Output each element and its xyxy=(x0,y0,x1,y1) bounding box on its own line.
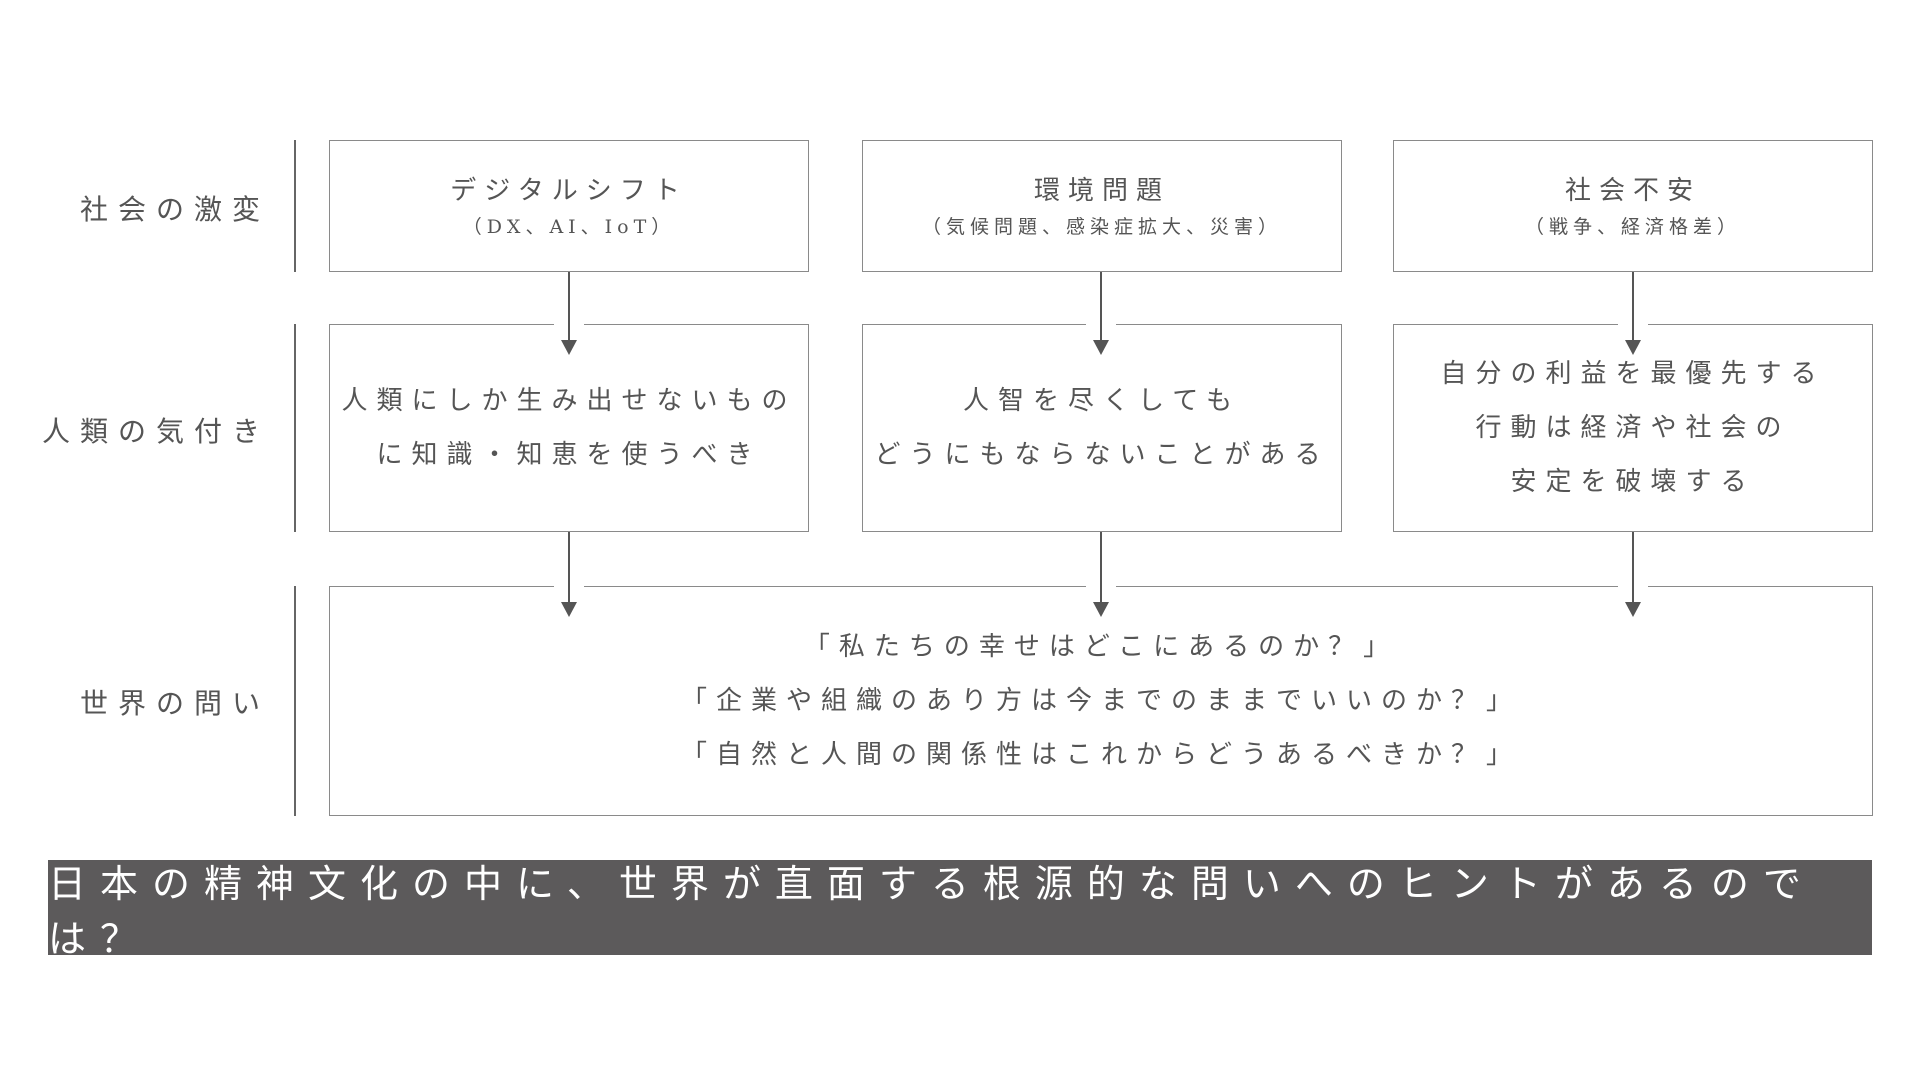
row-divider xyxy=(294,586,296,816)
arrow-down-icon xyxy=(1625,602,1641,617)
realization-line: どうにもならないことがある xyxy=(874,440,1330,470)
change-box-social-unrest: 社会不安 （戦争、経済格差） xyxy=(1393,140,1873,272)
realization-line: 安定を破壊する xyxy=(1510,467,1756,497)
realization-line: 人類にしか生み出せないもの xyxy=(341,386,797,416)
change-box-digital: デジタルシフト （DX、AI、IoT） xyxy=(329,140,809,272)
realization-box-1: 人類にしか生み出せないもの に知識・知恵を使うべき xyxy=(329,324,809,532)
arrow-down-icon xyxy=(561,340,577,355)
row-label-world-questions: 世界の問い xyxy=(79,687,270,720)
arrow-line xyxy=(1632,272,1634,342)
row-label-social-change: 社会の激変 xyxy=(79,193,270,226)
realization-box-3: 自分の利益を最優先する 行動は経済や社会の 安定を破壊する xyxy=(1393,324,1873,532)
arrow-line xyxy=(568,272,570,342)
change-box-environment: 環境問題 （気候問題、感染症拡大、災害） xyxy=(862,140,1342,272)
arrow-down-icon xyxy=(1625,340,1641,355)
row-divider xyxy=(294,140,296,272)
conclusion-banner: 日本の精神文化の中に、世界が直面する根源的な問いへのヒントがあるのでは？ xyxy=(48,860,1872,961)
realization-line: 行動は経済や社会の xyxy=(1475,413,1791,443)
realization-box-2: 人智を尽くしても どうにもならないことがある xyxy=(862,324,1342,532)
realization-line: に知識・知恵を使うべき xyxy=(376,440,762,470)
realization-line: 人智を尽くしても xyxy=(963,386,1241,416)
arrow-line xyxy=(568,532,570,604)
arrow-line xyxy=(1100,532,1102,604)
arrow-down-icon xyxy=(1093,602,1109,617)
arrow-line xyxy=(1632,532,1634,604)
change-subtitle: （戦争、経済格差） xyxy=(1524,216,1741,238)
row-divider xyxy=(294,324,296,532)
change-subtitle: （DX、AI、IoT） xyxy=(462,216,676,238)
realization-line: 自分の利益を最優先する xyxy=(1440,359,1826,389)
arrow-down-icon xyxy=(1093,340,1109,355)
change-title: 環境問題 xyxy=(1033,176,1170,206)
question-line: 「企業や組織のあり方は今までのままでいいのか？」 xyxy=(680,686,1521,716)
change-title: 社会不安 xyxy=(1564,176,1701,206)
row-label-human-realization: 人類の気付き xyxy=(41,415,270,448)
change-title: デジタルシフト xyxy=(450,176,688,206)
question-line: 「自然と人間の関係性はこれからどうあるべきか？」 xyxy=(680,740,1521,770)
arrow-line xyxy=(1100,272,1102,342)
change-subtitle: （気候問題、感染症拡大、災害） xyxy=(921,216,1282,238)
conclusion-text: 日本の精神文化の中に、世界が直面する根源的な問いへのヒントがあるのでは？ xyxy=(48,861,1815,961)
question-line: 「私たちの幸せはどこにあるのか？」 xyxy=(803,632,1399,662)
arrow-down-icon xyxy=(561,602,577,617)
questions-box: 「私たちの幸せはどこにあるのか？」 「企業や組織のあり方は今までのままでいいのか… xyxy=(329,586,1873,816)
